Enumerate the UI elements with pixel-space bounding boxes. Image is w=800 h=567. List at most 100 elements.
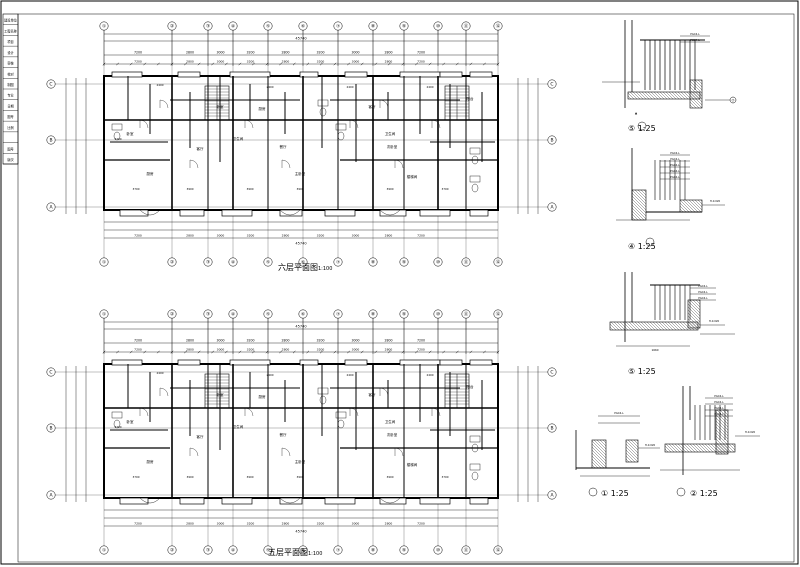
section-hatch <box>613 321 623 331</box>
room-dimension: 3900 <box>386 475 393 479</box>
section-hatch <box>716 409 729 422</box>
leader-note: PGC4-L <box>670 151 680 155</box>
dimension-tick <box>455 350 459 354</box>
room-dimension: 3900 <box>296 187 303 191</box>
plan-bottom-scale: 1:100 <box>308 551 322 557</box>
axis-label-top: ⑫ <box>496 311 501 318</box>
leader-note: PGC4-L <box>670 163 680 167</box>
bay-window <box>179 497 205 505</box>
section-hatch <box>593 439 607 453</box>
section-hatch <box>689 104 694 109</box>
axis-label-bottom: ⑤ <box>266 548 270 554</box>
section-hatch <box>687 300 701 314</box>
section-hatch <box>591 446 607 462</box>
room-dimension: 2400 <box>346 85 353 89</box>
room-dimension: 3700 <box>114 425 121 429</box>
section-hatch <box>674 91 683 100</box>
dimension-tick <box>374 62 378 66</box>
bay-arc <box>379 209 401 216</box>
section-hatch <box>697 79 703 85</box>
fixture <box>317 99 329 107</box>
section-hatch <box>694 321 699 326</box>
dimension-tick <box>156 62 160 66</box>
sidebar-row-label: 制图 <box>7 82 13 87</box>
axis-label-top: ⑫ <box>496 23 501 30</box>
section-hatch <box>640 321 650 331</box>
toilet-fixture <box>113 131 121 141</box>
axis-label-bottom: ③ <box>206 260 210 266</box>
dimension-bay-detail: 7200 <box>134 348 142 352</box>
axis-label-bottom: ⑩ <box>436 548 440 554</box>
room-dimension: 3700 <box>114 137 121 141</box>
section-hatch <box>665 91 674 100</box>
dimension-tick <box>265 62 269 66</box>
axis-label-top: ⑪ <box>464 311 469 318</box>
axis-label-left: C <box>49 370 52 376</box>
section-hatch <box>688 321 698 331</box>
axis-label-top: ⑥ <box>301 312 305 318</box>
dimension-bay: 7200 <box>134 339 142 343</box>
section-hatch <box>728 443 736 451</box>
door-swing <box>244 407 254 417</box>
door-swing <box>431 119 441 129</box>
room-dimension: 3700 <box>132 187 139 191</box>
dimension-tick <box>428 62 432 66</box>
balcony <box>177 359 201 366</box>
dimension-bay-detail: 2800 <box>186 348 194 352</box>
sidebar-row-label: 工程名称 <box>4 28 18 33</box>
dimension-tick <box>483 62 486 66</box>
room-dimension: 2400 <box>426 373 433 377</box>
dimension-tick <box>415 350 418 354</box>
dimension-tick <box>279 62 282 66</box>
section-hatch <box>631 321 641 331</box>
dimension-bay: 2800 <box>281 51 289 55</box>
axis-label-bottom: ⑥ <box>301 260 305 266</box>
toilet-fixture <box>113 419 121 429</box>
axis-label-bottom: ⑩ <box>436 260 440 266</box>
dimension-bay: 2800 <box>384 339 392 343</box>
section-hatch <box>676 321 686 331</box>
axis-label-left: B <box>49 138 52 144</box>
dimension-tick <box>360 350 364 354</box>
room-label: 餐厅 <box>280 432 288 437</box>
section-hatch <box>677 443 687 453</box>
section-hatch <box>687 309 701 323</box>
door-swing <box>281 447 291 457</box>
toilet-fixture <box>337 131 345 141</box>
dimension-tick <box>374 350 378 354</box>
dimension-tick <box>292 350 296 354</box>
section-hatch <box>627 439 639 451</box>
dimension-tick <box>252 62 255 66</box>
room-dimension: 2400 <box>426 85 433 89</box>
section-hatch <box>687 324 692 329</box>
section-hatch <box>636 439 639 442</box>
room-dimension: 3700 <box>132 475 139 479</box>
dimension-bay-bottom: 7200 <box>134 522 142 526</box>
dimension-bay-detail: 3200 <box>317 348 325 352</box>
dimension-bay-detail: 3000 <box>217 60 225 64</box>
section-hatch <box>679 202 690 213</box>
dimension-tick <box>252 350 255 354</box>
leader-note: PGC4-L <box>714 412 724 416</box>
axis-label-bottom: ① <box>102 548 106 554</box>
leader-note: PGC4-L <box>670 175 680 179</box>
section-hatch <box>680 91 689 100</box>
axis-label-top: ⑪ <box>464 23 469 30</box>
detail-dimension: 1660 <box>651 348 658 352</box>
dimension-bay-bottom: 2800 <box>385 234 393 238</box>
axis-label-bottom: ⑦ <box>336 548 340 554</box>
sidebar-row-label: 图号 <box>7 114 13 119</box>
room-label: 厨房 <box>259 106 267 111</box>
section-hatch <box>695 299 701 305</box>
room-label: 卫生间 <box>233 424 244 429</box>
elevation-note: H-0.020 <box>709 319 720 323</box>
leader-note: PGC4-L <box>698 296 708 300</box>
axis-label-bottom: ② <box>170 260 174 266</box>
dimension-bay: 3000 <box>216 51 224 55</box>
dimension-tick <box>469 62 473 66</box>
toilet-fixture <box>471 155 479 165</box>
floor-plan-top: 4574072007200280028003000300032003200280… <box>46 21 557 267</box>
section-hatch <box>715 447 723 455</box>
dimension-bay: 3000 <box>351 339 359 343</box>
sidebar-row-label: 专业 <box>7 93 13 98</box>
